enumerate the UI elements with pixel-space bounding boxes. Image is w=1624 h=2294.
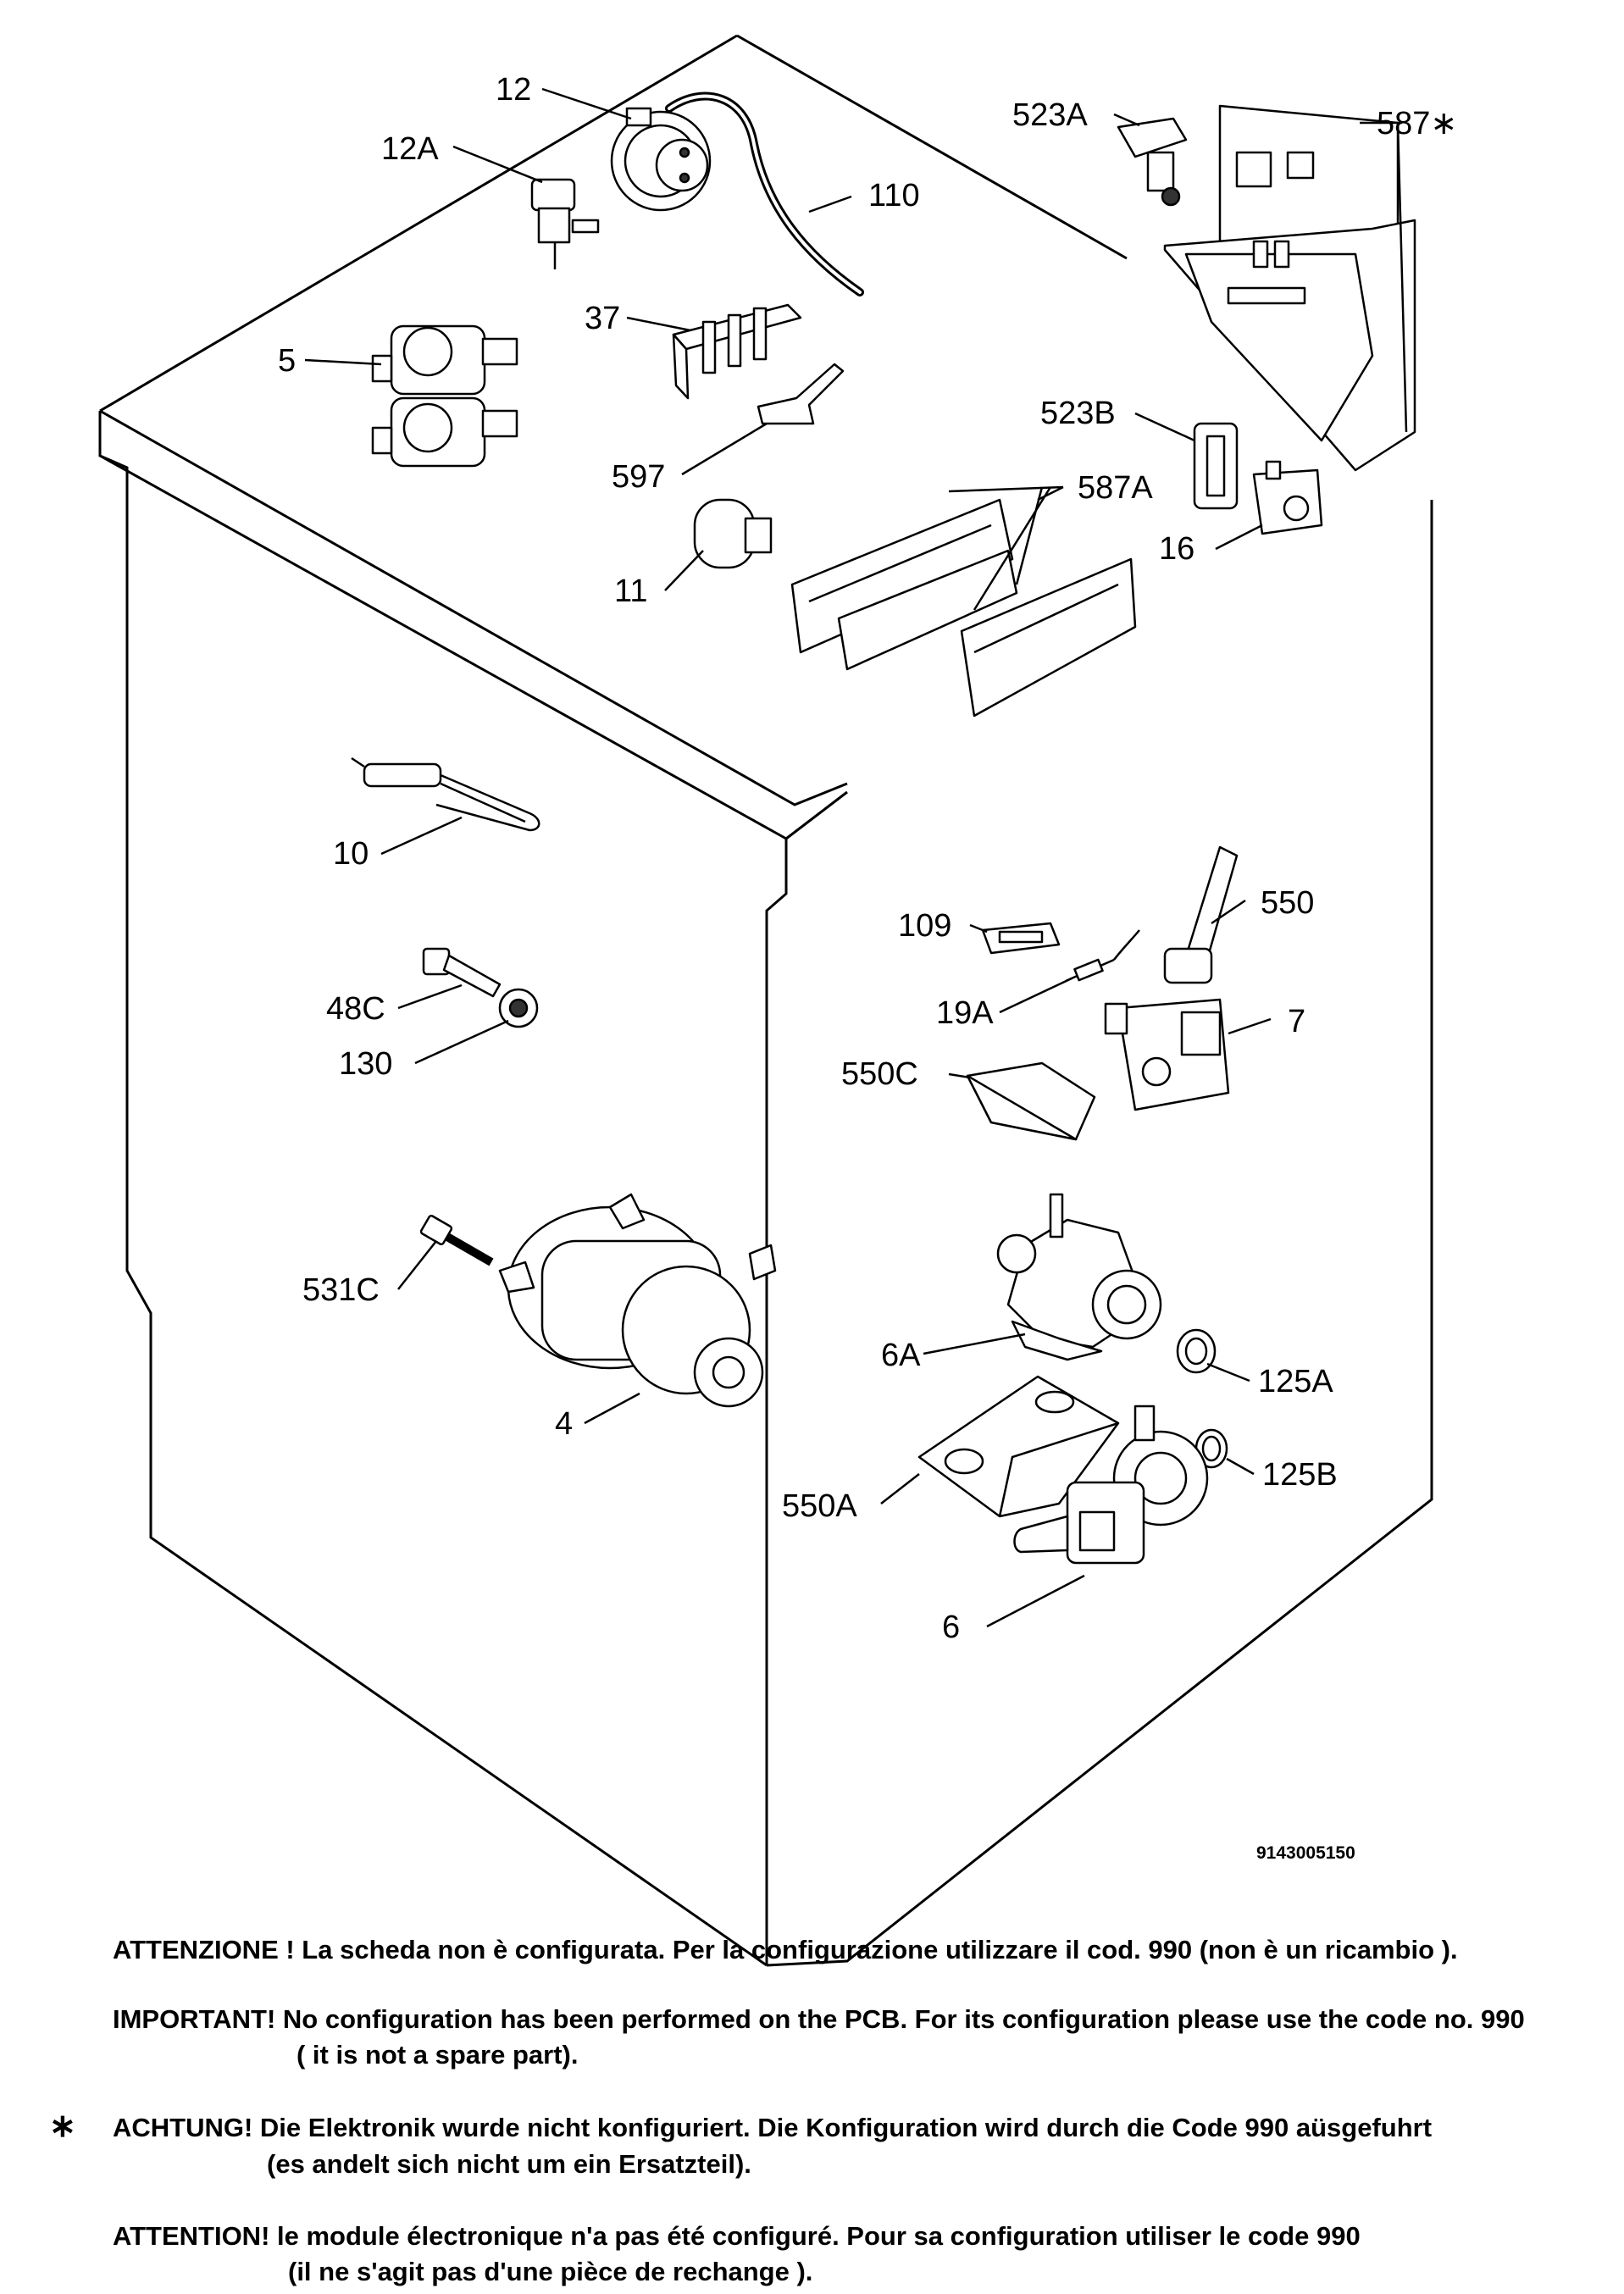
- pressure-switch-12a-drawing: [530, 178, 600, 269]
- label-12: 12: [496, 72, 531, 108]
- part-labels: 12 12A 110 5 37 597 11 523A 587∗ 523B 58…: [278, 72, 1457, 1645]
- note-italian: ATTENZIONE ! La scheda non è configurata…: [113, 1935, 1458, 1964]
- label-16: 16: [1159, 531, 1194, 567]
- label-6: 6: [942, 1610, 960, 1645]
- label-109: 109: [898, 908, 951, 944]
- label-130: 130: [339, 1046, 392, 1082]
- screw-531c-drawing: [419, 1214, 494, 1266]
- inlet-valve-5-drawing: [371, 324, 518, 468]
- note-french-line1: ATTENTION! le module électronique n'a pa…: [113, 2221, 1361, 2251]
- leader-lines: [304, 87, 1402, 1628]
- label-125a: 125A: [1258, 1364, 1333, 1399]
- label-587a: 587A: [1078, 470, 1153, 506]
- label-7: 7: [1288, 1004, 1305, 1039]
- asterisk-marker: ∗: [49, 2108, 76, 2144]
- label-11: 11: [614, 574, 647, 609]
- note-german-line1: ACHTUNG! Die Elektronik wurde nicht konf…: [113, 2113, 1433, 2142]
- control-boards-587a-drawing: [790, 498, 1137, 718]
- label-48c: 48C: [326, 991, 385, 1027]
- label-523b: 523B: [1040, 396, 1116, 431]
- label-597: 597: [612, 459, 665, 495]
- pressure-switch-12-drawing: [610, 107, 712, 212]
- label-531c: 531C: [302, 1272, 380, 1308]
- heating-element-10-drawing: [351, 756, 540, 832]
- note-english-line1: IMPORTANT! No configuration has been per…: [113, 2004, 1525, 2034]
- drain-pump-6-drawing: [1013, 1405, 1209, 1565]
- label-10: 10: [333, 836, 369, 872]
- cover-550c-drawing: [966, 1061, 1096, 1141]
- electronic-module-587-drawing: [1163, 104, 1416, 472]
- part-523b-drawing: [1193, 422, 1239, 510]
- note-english-line2: ( it is not a spare part).: [297, 2040, 579, 2070]
- label-587-star: 587∗: [1377, 106, 1457, 141]
- pump-housing-6a-drawing: [996, 1193, 1162, 1361]
- note-french-line2: (il ne s'agit pas d'une pièce de rechang…: [288, 2257, 813, 2286]
- label-110: 110: [868, 178, 920, 213]
- clip-597-drawing: [757, 363, 845, 425]
- sensor-19a-drawing: [1065, 929, 1140, 983]
- label-37: 37: [585, 301, 620, 336]
- seal-125b-drawing: [1194, 1428, 1228, 1469]
- label-550: 550: [1261, 885, 1314, 921]
- door-interlock-7-drawing: [1104, 998, 1230, 1111]
- drawing-code: 9143005150: [1256, 1843, 1355, 1863]
- note-german-line2: (es andelt sich nicht um ein Ersatzteil)…: [267, 2149, 751, 2179]
- part-523a-drawing: [1117, 117, 1188, 207]
- label-6a: 6A: [881, 1338, 921, 1373]
- label-19a: 19A: [936, 995, 994, 1031]
- capacitor-11-drawing: [693, 498, 773, 569]
- terminal-block-37-drawing: [672, 303, 802, 400]
- pad-550a-drawing: [917, 1375, 1120, 1518]
- label-550a: 550A: [782, 1488, 857, 1524]
- label-4: 4: [555, 1406, 573, 1442]
- label-550c: 550C: [841, 1056, 918, 1092]
- label-5: 5: [278, 343, 296, 379]
- label-523a: 523A: [1012, 97, 1088, 133]
- filter-16-drawing: [1252, 460, 1323, 535]
- ntc-sensor-48c-drawing: [422, 947, 502, 998]
- label-125b: 125B: [1262, 1457, 1338, 1493]
- motor-4-drawing: [498, 1193, 777, 1408]
- seal-125a-drawing: [1176, 1328, 1217, 1374]
- part-109-drawing: [981, 922, 1061, 955]
- door-lock-lever-550-drawing: [1163, 845, 1239, 984]
- cabinet-outline: [98, 34, 1433, 1967]
- nut-130-drawing: [498, 988, 539, 1028]
- label-12a: 12A: [381, 131, 439, 167]
